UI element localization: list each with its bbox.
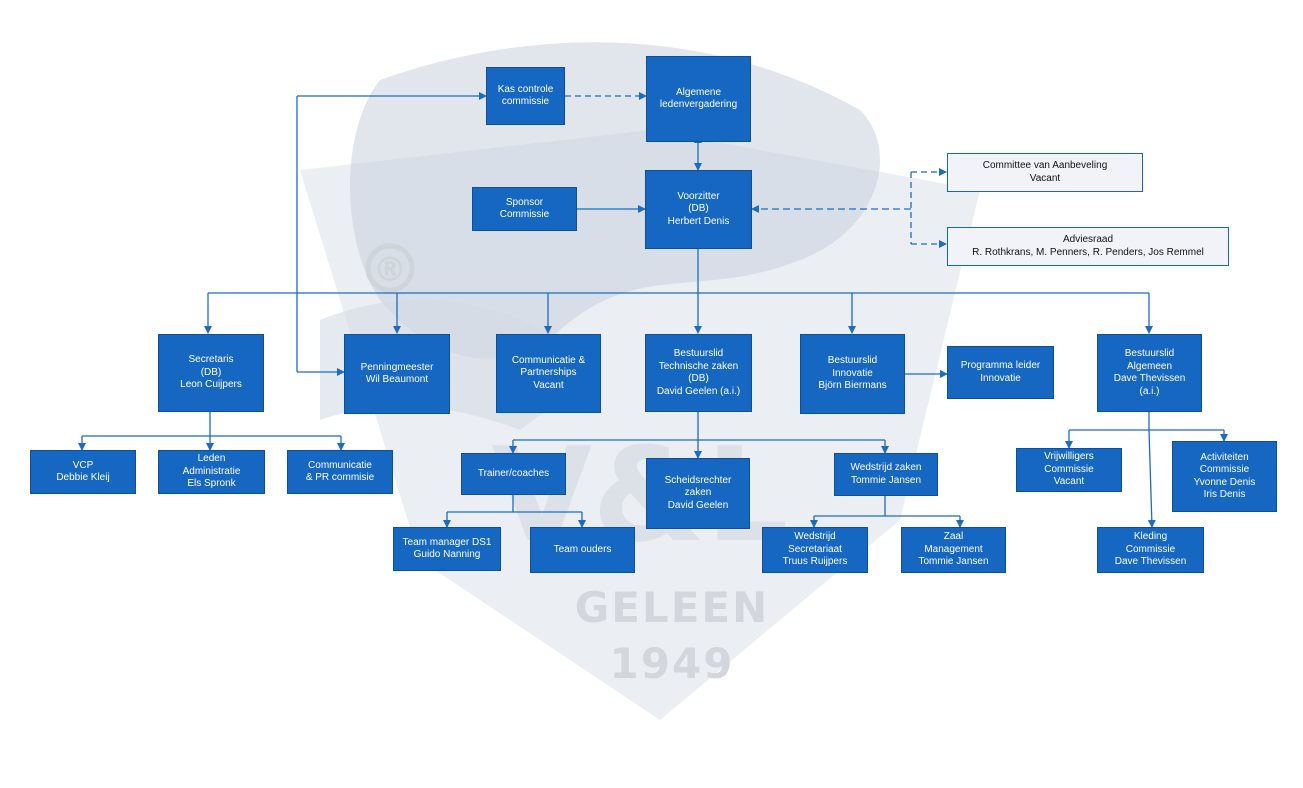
- node-activiteiten: Activiteiten Commissie Yvonne Denis Iris…: [1172, 441, 1277, 512]
- node-vrijwilligers: Vrijwilligers Commissie Vacant: [1016, 448, 1122, 492]
- node-technische-zaken: Bestuurslid Technische zaken (DB) David …: [645, 334, 752, 412]
- node-programma-leider: Programma leider Innovatie: [947, 346, 1054, 399]
- adviesraad-title: Adviesraad: [1062, 234, 1114, 245]
- node-team-manager: Team manager DS1 Guido Nanning: [393, 527, 501, 571]
- node-committee-aanbeveling: Committee van Aanbeveling Vacant: [947, 153, 1143, 192]
- node-algemeen: Bestuurslid Algemeen Dave Thevissen (a.i…: [1097, 334, 1202, 412]
- node-vcp: VCP Debbie Kleij: [30, 450, 136, 494]
- node-adviesraad: Adviesraad R. Rothkrans, M. Penners, R. …: [947, 227, 1229, 266]
- node-algemene-ledenvergadering: Algemene ledenvergadering: [646, 56, 751, 142]
- node-scheidsrechter: Scheidsrechter zaken David Geelen: [646, 458, 750, 529]
- node-sponsor-commissie: Sponsor Commissie: [472, 187, 577, 231]
- registered-mark-circle: [365, 243, 415, 293]
- adviesraad-members: R. Rothkrans, M. Penners, R. Penders, Jo…: [972, 246, 1204, 258]
- node-leden-administratie: Leden Administratie Els Spronk: [158, 450, 265, 494]
- node-wedstrijd-zaken: Wedstrijd zaken Tommie Jansen: [834, 453, 938, 496]
- node-communicatie-partnerships: Communicatie & Partnerships Vacant: [496, 334, 601, 413]
- node-penningmeester: Penningmeester Wil Beaumont: [344, 334, 450, 414]
- node-kleding: Kleding Commissie Dave Thevissen: [1097, 527, 1204, 573]
- watermark-registered: ®: [373, 250, 407, 290]
- node-secretaris: Secretaris (DB) Leon Cuijpers: [158, 334, 264, 412]
- node-kas-controle: Kas controle commissie: [486, 67, 565, 125]
- node-voorzitter: Voorzitter (DB) Herbert Denis: [645, 170, 752, 249]
- node-team-ouders: Team ouders: [530, 527, 635, 573]
- node-communicatie-pr: Communicatie & PR commisie: [287, 450, 393, 494]
- node-trainer-coaches: Trainer/coaches: [461, 453, 566, 495]
- watermark-geleen: GELEEN: [575, 583, 769, 632]
- node-zaal-management: Zaal Management Tommie Jansen: [901, 527, 1006, 573]
- watermark-year: 1949: [610, 639, 735, 688]
- node-innovatie: Bestuurslid Innovatie Björn Biermans: [800, 334, 905, 414]
- node-wedstrijd-secretariaat: Wedstrijd Secretariaat Truus Ruijpers: [762, 527, 868, 573]
